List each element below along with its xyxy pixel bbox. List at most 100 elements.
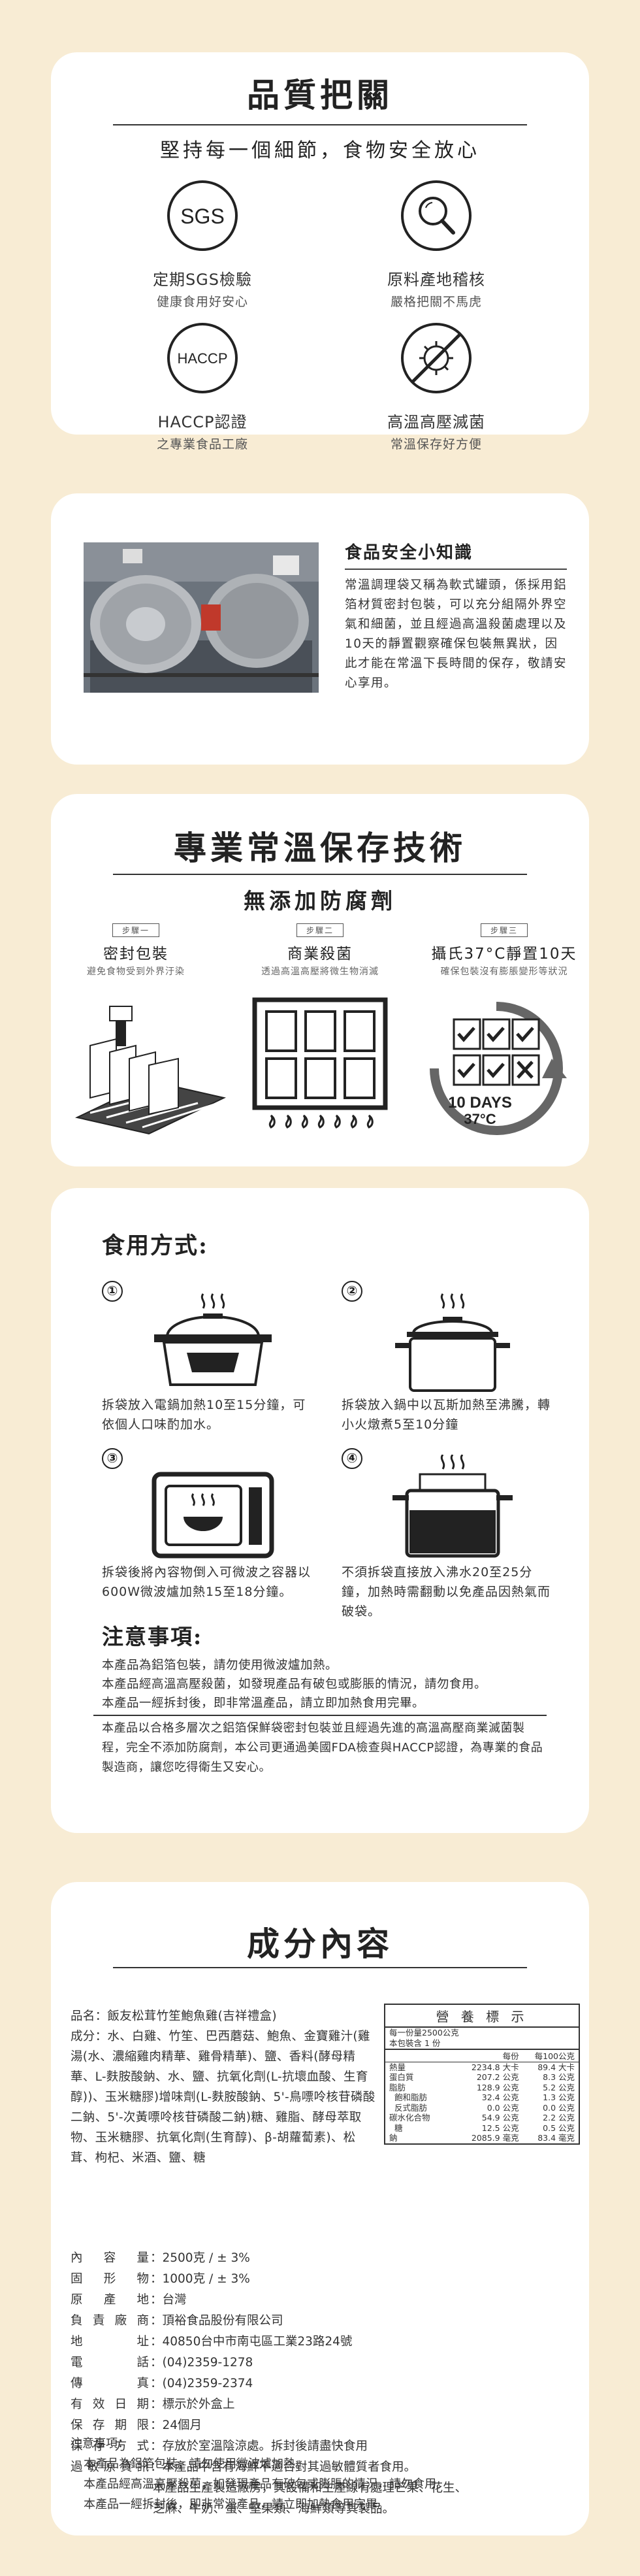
divider [113,874,527,875]
spec-value: ：台灣 [150,2293,187,2307]
step-desc: 避免食物受到外界汙染 [87,966,185,977]
notes-title: 注意事項： [71,2437,129,2451]
sterilizer-icon [252,997,388,1129]
storage-card: 專業常溫保存技術 無添加防腐劑 步驟一 密封包裝 避免食物受到外界汙染 步驟二 … [51,794,589,1166]
servings-count: 本包裝含 1 份 [385,2038,579,2050]
method-text: 拆袋放入電鍋加熱10至15分鐘，可依個人口味酌加水。 [102,1398,306,1432]
allergen-extra: 芝麻、牛奶、蛋、堅果類、海鮮類等其製品。 [153,2502,395,2516]
step-rest: 步驟三 攝氏37°C靜置10天 確保包裝沒有膨脹變形等狀況 [419,923,589,978]
spec-value: ：2500克 / ± 3% [150,2251,250,2265]
product-name: 品名：飯友松茸竹笙鮑魚雞(吉祥禮盒) [71,2009,277,2023]
usage-card: 食用方式: ① 拆袋放入電鍋加熱10至15分鐘，可依個人口味酌加水。 ② [51,1188,589,1833]
feature-desc: 嚴格把關不馬虎 [390,295,482,309]
boiling-bag-icon [392,1455,513,1558]
nutrient-value: 32.4 公克 [481,2092,519,2102]
method-text: 拆袋放入鍋中以瓦斯加熱至沸騰，轉小火燉煮5至10分鐘 [342,1398,551,1432]
note-item: 本產品為鋁箔包裝，請勿使用微波爐加熱。 [102,1659,338,1672]
nutrient-value: 54.9 公克 [481,2113,519,2122]
spec-key: 過敏原資訊 [71,2460,149,2474]
nutrient-name: 鈉 [389,2133,398,2143]
spec-row: 過敏原資訊：本產品中含有海鮮不適合對其過敏體質者食用。 [71,2457,580,2478]
allergen-extra: 本產品生產製造廠房，其設備和生產線有處理芒果、花生、 [153,2481,468,2495]
knowledge-card: 食品安全小知識 常溫調理袋又稱為軟式罐頭，係採用鋁箔材質密封包裝，可以充分組隔外… [51,493,589,765]
spec-key: 地 址 [71,2335,149,2349]
sealed-pack-icon [74,1006,227,1135]
ingredients-title: 成分內容 [247,1925,393,1963]
nutrition-header-row: 每份 每100公克 [385,2050,579,2062]
nutrient-value: 2234.8 大卡 [471,2062,519,2072]
feature-haccp: HACCP HACCP認證 之專業食品工廠 [91,319,313,452]
feature-desc: 之專業食品工廠 [156,437,248,452]
quality-title: 品質把關 [247,76,393,114]
spec-key: 內 容 量 [71,2251,149,2265]
feature-title: 定期SGS檢驗 [152,271,253,289]
temp-badge: 37°C [464,1111,496,1127]
nutrient-value-100g: 0.5 公克 [543,2122,575,2133]
nutrient-name: 糖 [389,2122,403,2133]
spec-row: 保 存 期 限：24個月 [71,2415,580,2436]
nutrient-name: 蛋白質 [389,2072,414,2082]
step-tag: 步驟一 [112,923,159,937]
sterilizer-photo [84,542,319,693]
spec-key: 固 形 物 [71,2272,149,2286]
step-name: 商業殺菌 [287,946,353,963]
spec-value: ：頂裕食品股份有限公司 [150,2314,283,2328]
nutrition-row: 碳水化合物 54.9 公克 2.2 公克 [385,2113,579,2123]
composition: 成分：水、白雞、竹笙、巴西蘑菇、鮑魚、金寶雞汁(雞湯(水、濃縮雞肉精華、雞骨精華… [71,2030,376,2165]
note-item: 本產品一經拆封後，即非常溫產品，請立即加熱食用完畢。 [84,2498,389,2511]
nutrient-value-100g: 89.4 大卡 [537,2062,575,2072]
sgs-badge-text: SGS [180,205,225,228]
spec-value: ：(04)2359-1278 [150,2356,253,2370]
nutrient-value-100g: 1.3 公克 [543,2092,575,2102]
nutrient-value-100g: 2.2 公克 [543,2113,575,2122]
notes-list: 本產品為鋁箔包裝，請勿使用微波爐加熱。 本產品經高溫高壓殺菌，如發現產品有破包或… [102,1656,559,1713]
nutrient-name: 碳水化合物 [389,2113,430,2122]
spec-value: ：本產品中含有海鮮不適合對其過敏體質者食用。 [150,2460,417,2474]
step-sterilize: 步驟二 商業殺菌 透過高溫高壓將微生物消滅 [235,923,405,978]
method-number: ② [342,1281,362,1302]
spec-key: 負 責 廠 商 [71,2314,149,2328]
spec-row: 內 容 量：2500克 / ± 3% [71,2248,580,2269]
spec-row: 地 址：40850台中市南屯區工業23路24號 [71,2332,580,2353]
divider [113,124,527,125]
pot-icon [395,1293,510,1392]
spec-key: 有 效 日 期 [71,2398,149,2411]
spec-row: 有 效 日 期：標示於外盒上 [71,2394,580,2415]
spec-key: 保 存 方 式 [71,2439,149,2453]
feature-sterilize: 高溫高壓滅菌 常溫保存好方便 [325,319,547,452]
note-item: 本產品經高溫高壓殺菌，如發現產品有破包或膨脹的情況，請勿食用。 [102,1677,487,1691]
days-badge: 10 DAYS [448,1094,512,1112]
spec-value: ：(04)2359-2374 [150,2377,253,2390]
serving-size: 每一份量2500公克 [389,2028,459,2038]
step-name: 密封包裝 [103,946,168,963]
method-number: ④ [342,1448,362,1469]
knowledge-text: 常溫調理袋又稱為軟式罐頭，係採用鋁箔材質密封包裝，可以充分組隔外界空氣和細菌，並… [345,578,568,690]
calendar-check-icon: 10 DAYS 37°C [430,1002,567,1135]
nutrient-value-100g: 8.3 公克 [543,2072,575,2082]
microwave-icon [152,1472,274,1559]
spec-row: 保 存 方 式：存放於室溫陰涼處。拆封後請盡快食用 [71,2436,580,2457]
ingredients-card: 成分內容 品名：飯友松茸竹笙鮑魚雞(吉祥禮盒) 成分：水、白雞、竹笙、巴西蘑菇、… [51,1882,589,2535]
quality-subtitle: 堅持每一個細節，食物安全放心 [160,139,480,162]
spec-row: 固 形 物：1000克 / ± 3% [71,2269,580,2290]
col-per-100g: 每100公克 [534,2051,575,2061]
nutrient-value-100g: 0.0 公克 [543,2102,575,2113]
nutrition-table: 營 養 標 示 每一份量2500公克 本包裝含 1 份 每份 每100公克 熱量… [384,2004,580,2145]
spec-value: ：40850台中市南屯區工業23路24號 [150,2335,353,2349]
step-name: 攝氏37°C靜置10天 [431,946,577,963]
rice-cooker-icon [154,1293,272,1386]
spec-row: 傳 真：(04)2359-2374 [71,2373,580,2394]
storage-subtitle: 無添加防腐劑 [244,888,396,914]
spec-key: 原 產 地 [71,2293,149,2307]
quality-card: 品質把關 堅持每一個細節，食物安全放心 SGS 定期SGS檢驗 健康食用好安心 … [51,52,589,452]
no-germ-icon [401,323,472,393]
feature-sgs: SGS 定期SGS檢驗 健康食用好安心 [91,176,313,310]
method-text: 拆袋後將內容物倒入可微波之容器以600W微波爐加熱15至18分鐘。 [102,1565,312,1599]
method-text: 不須拆袋直接放入沸水20至25分鐘，加熱時需翻動以免產品因熱氣而破袋。 [342,1565,551,1619]
